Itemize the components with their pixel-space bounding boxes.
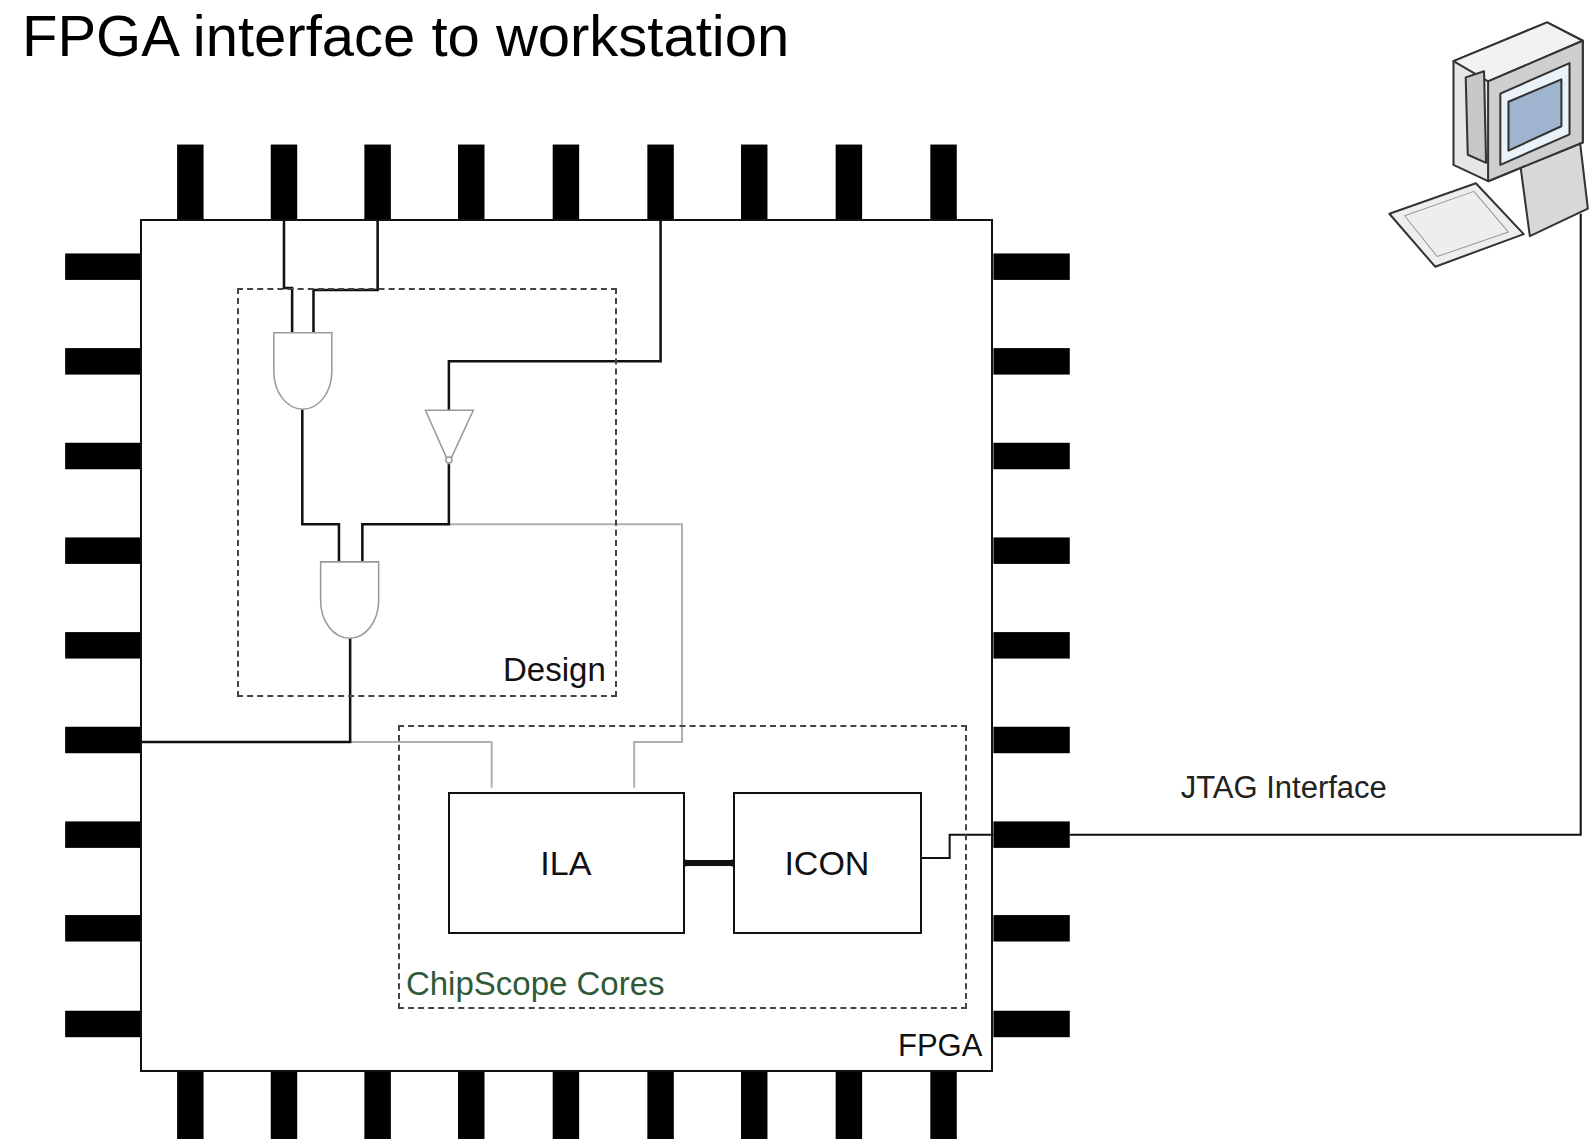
core-bus [681, 860, 736, 867]
workstation-icon [1389, 22, 1587, 266]
design-wires [141, 220, 660, 742]
box-label: ILA [540, 846, 591, 880]
jtag-wire [918, 214, 1581, 858]
slide-title: FPGA interface to workstation [22, 4, 789, 68]
logic-gates [274, 333, 474, 638]
box-label: ICON [784, 846, 869, 880]
box-label: Design [503, 653, 606, 686]
chipscope-region: ChipScope Cores ILA ICON [398, 725, 967, 1009]
icon-core: ICON [733, 792, 922, 935]
design-region: Design [237, 288, 617, 697]
ila-core: ILA [448, 792, 685, 935]
interface-label: JTAG Interface [1178, 772, 1390, 803]
box-label: ChipScope Cores [406, 967, 665, 1000]
fpga-chip: FPGA DesignChipScope Cores ILA ICON [140, 219, 993, 1072]
fpga-pins [65, 145, 1070, 1139]
box-label: FPGA [898, 1030, 982, 1061]
